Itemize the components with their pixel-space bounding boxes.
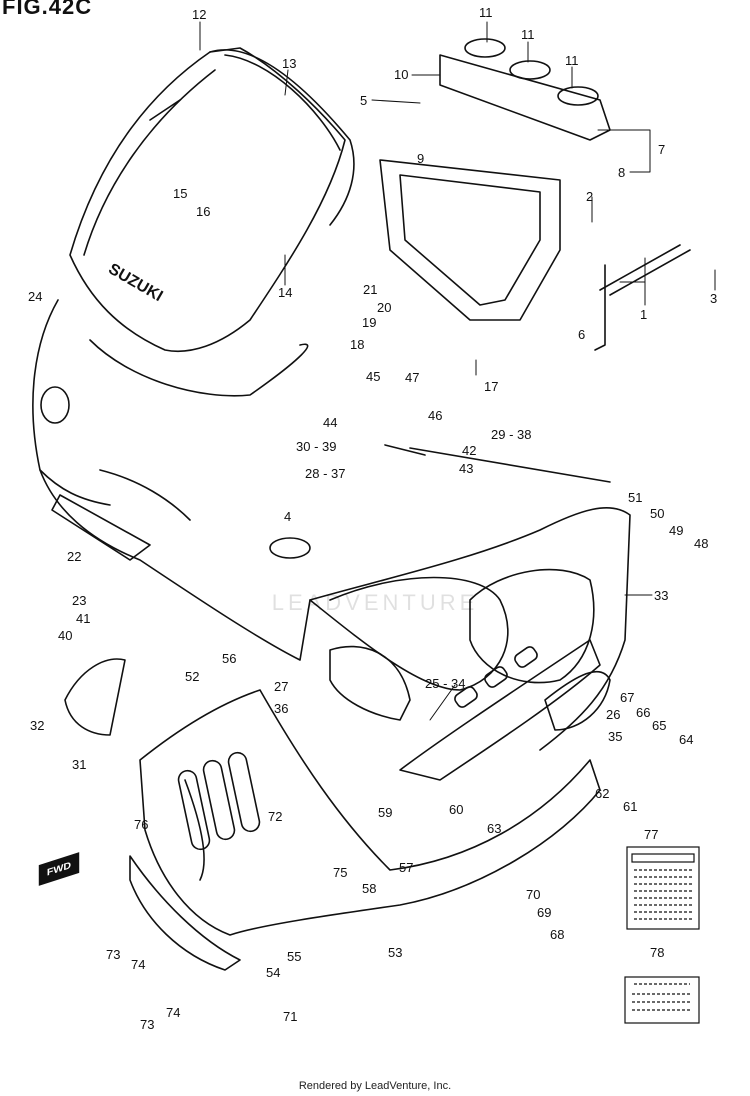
part-label-p73b: 73 — [140, 1017, 155, 1032]
side-cover-round — [64, 658, 126, 736]
part-label-p72: 72 — [268, 809, 283, 824]
part-label-p26: 26 — [606, 707, 621, 722]
part-label-p65: 65 — [652, 718, 667, 733]
part-label-p67: 67 — [620, 690, 635, 705]
part-label-p18: 18 — [350, 337, 365, 352]
part-label-p21: 21 — [363, 282, 378, 297]
part-label-p8: 8 — [618, 165, 626, 180]
part-label-p5: 5 — [360, 93, 368, 108]
lower-cowl — [129, 689, 601, 971]
part-label-p70: 70 — [526, 887, 541, 902]
part-label-p16: 16 — [196, 204, 211, 219]
part-label-p29_38: 29 - 38 — [491, 427, 532, 442]
part-label-p56: 56 — [222, 651, 237, 666]
mount-rail — [384, 444, 426, 456]
part-label-p45: 45 — [366, 369, 381, 384]
part-label-p43: 43 — [459, 461, 474, 476]
part-label-p2: 2 — [586, 189, 594, 204]
part-label-p32: 32 — [30, 718, 45, 733]
part-label-p7: 7 — [658, 142, 666, 157]
part-label-p71: 71 — [283, 1009, 298, 1024]
part-label-p10: 10 — [394, 67, 409, 82]
part-label-p14: 14 — [278, 285, 293, 300]
part-label-p24: 24 — [28, 289, 43, 304]
part-label-p66: 66 — [636, 705, 651, 720]
part-label-p9: 9 — [417, 151, 425, 166]
warning-label-sticker — [626, 846, 700, 930]
part-label-p74b: 74 — [166, 1005, 181, 1020]
part-label-p12: 12 — [192, 7, 207, 22]
part-label-p3: 3 — [710, 291, 718, 306]
leader-lines — [199, 21, 716, 721]
part-label-p25_34: 25 - 34 — [425, 676, 466, 691]
part-label-p36: 36 — [274, 701, 289, 716]
part-label-p13: 13 — [282, 56, 297, 71]
part-label-p53: 53 — [388, 945, 403, 960]
part-label-p15: 15 — [173, 186, 188, 201]
part-label-p41: 41 — [76, 611, 91, 626]
footer-credit: Rendered by LeadVenture, Inc. — [298, 1080, 452, 1092]
watermark: LEADVENTURE — [271, 590, 479, 615]
part-label-p61: 61 — [623, 799, 638, 814]
part-label-p33: 33 — [654, 588, 669, 603]
part-label-p11c: 11 — [565, 53, 579, 68]
part-label-p63: 63 — [487, 821, 502, 836]
windscreen: SUZUKI — [69, 47, 346, 352]
figure-title: FIG.42C — [2, 0, 93, 19]
caution-label-sticker — [624, 976, 700, 1024]
part-label-p23: 23 — [72, 593, 87, 608]
part-label-p49: 49 — [669, 523, 684, 538]
part-label-p40: 40 — [58, 628, 73, 643]
part-label-p75: 75 — [333, 865, 348, 880]
part-label-p55: 55 — [287, 949, 302, 964]
part-label-p69: 69 — [537, 905, 552, 920]
upper-fairing — [32, 299, 631, 751]
windscreen-trim — [209, 49, 355, 226]
part-label-p28_37: 28 - 37 — [305, 466, 346, 481]
meter-cover — [439, 38, 611, 141]
part-label-p22: 22 — [67, 549, 82, 564]
part-label-p58: 58 — [362, 881, 377, 896]
part-label-p44: 44 — [323, 415, 338, 430]
frame-bracket — [379, 159, 691, 351]
part-label-p77: 77 — [644, 827, 659, 842]
inner-panels — [399, 639, 611, 781]
mount-rail — [409, 447, 611, 483]
part-label-p51: 51 — [628, 490, 643, 505]
part-label-p20: 20 — [377, 300, 392, 315]
part-label-p46: 46 — [428, 408, 443, 423]
part-label-p62: 62 — [595, 786, 610, 801]
part-label-p19: 19 — [362, 315, 377, 330]
part-label-p47: 47 — [405, 370, 420, 385]
part-label-p35: 35 — [608, 729, 623, 744]
part-label-p4: 4 — [284, 509, 292, 524]
part-label-p73a: 73 — [106, 947, 121, 962]
part-label-p60: 60 — [449, 802, 464, 817]
part-label-p78: 78 — [650, 945, 665, 960]
part-label-p54: 54 — [266, 965, 281, 980]
part-label-p68: 68 — [550, 927, 565, 942]
part-label-p76: 76 — [134, 817, 149, 832]
part-label-p27: 27 — [274, 679, 289, 694]
part-label-p31: 31 — [72, 757, 87, 772]
part-label-p17: 17 — [484, 379, 499, 394]
part-label-p6: 6 — [578, 327, 586, 342]
brand-text: SUZUKI — [105, 261, 165, 306]
part-label-p64: 64 — [679, 732, 694, 747]
part-label-p30_39: 30 - 39 — [296, 439, 337, 454]
part-label-p48: 48 — [694, 536, 709, 551]
part-label-p42: 42 — [462, 443, 477, 458]
part-label-p59: 59 — [378, 805, 393, 820]
part-label-p57: 57 — [399, 860, 414, 875]
part-label-p50: 50 — [650, 506, 665, 521]
part-label-p74a: 74 — [131, 957, 146, 972]
part-label-p1: 1 — [640, 307, 648, 322]
part-label-p52: 52 — [185, 669, 200, 684]
part-label-p11b: 11 — [521, 27, 535, 42]
part-label-p11a: 11 — [479, 5, 493, 20]
